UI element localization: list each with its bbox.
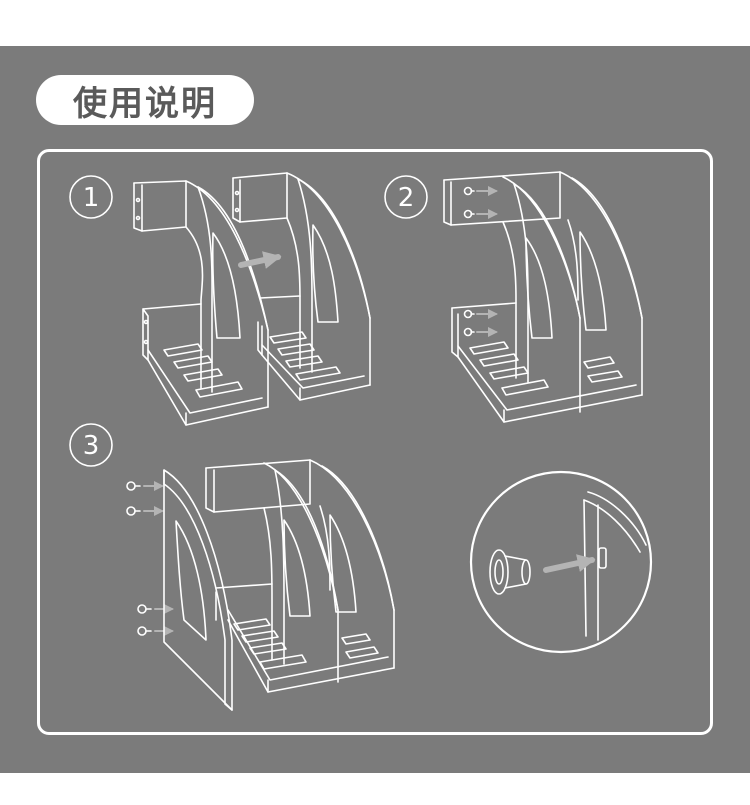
holder-right [232,172,371,401]
screws-left [126,481,174,636]
page-title: 使用说明 [73,83,217,124]
step-1: 1 [69,172,371,426]
step-2-number: 2 [398,183,415,213]
push-arrow [238,251,282,269]
step-2-badge [384,175,428,219]
detail-callout [469,470,653,654]
insert-arrow [543,554,596,573]
step-2: 2 [384,171,643,423]
step-1-number: 1 [83,183,100,213]
step-1-badge [69,175,113,219]
title-pill: 使用说明 [36,75,254,125]
content-frame [37,149,713,735]
end-panel [163,469,233,711]
holder-left [133,180,269,426]
screws-bottom [463,309,498,337]
instruction-sheet: 使用说明 [0,46,750,773]
step-3-number: 3 [83,431,100,461]
assembled-set [205,459,395,693]
step-3-badge [69,423,113,467]
screws-top [463,186,498,219]
assembled-pair [443,171,643,423]
step-3: 3 [69,423,653,711]
